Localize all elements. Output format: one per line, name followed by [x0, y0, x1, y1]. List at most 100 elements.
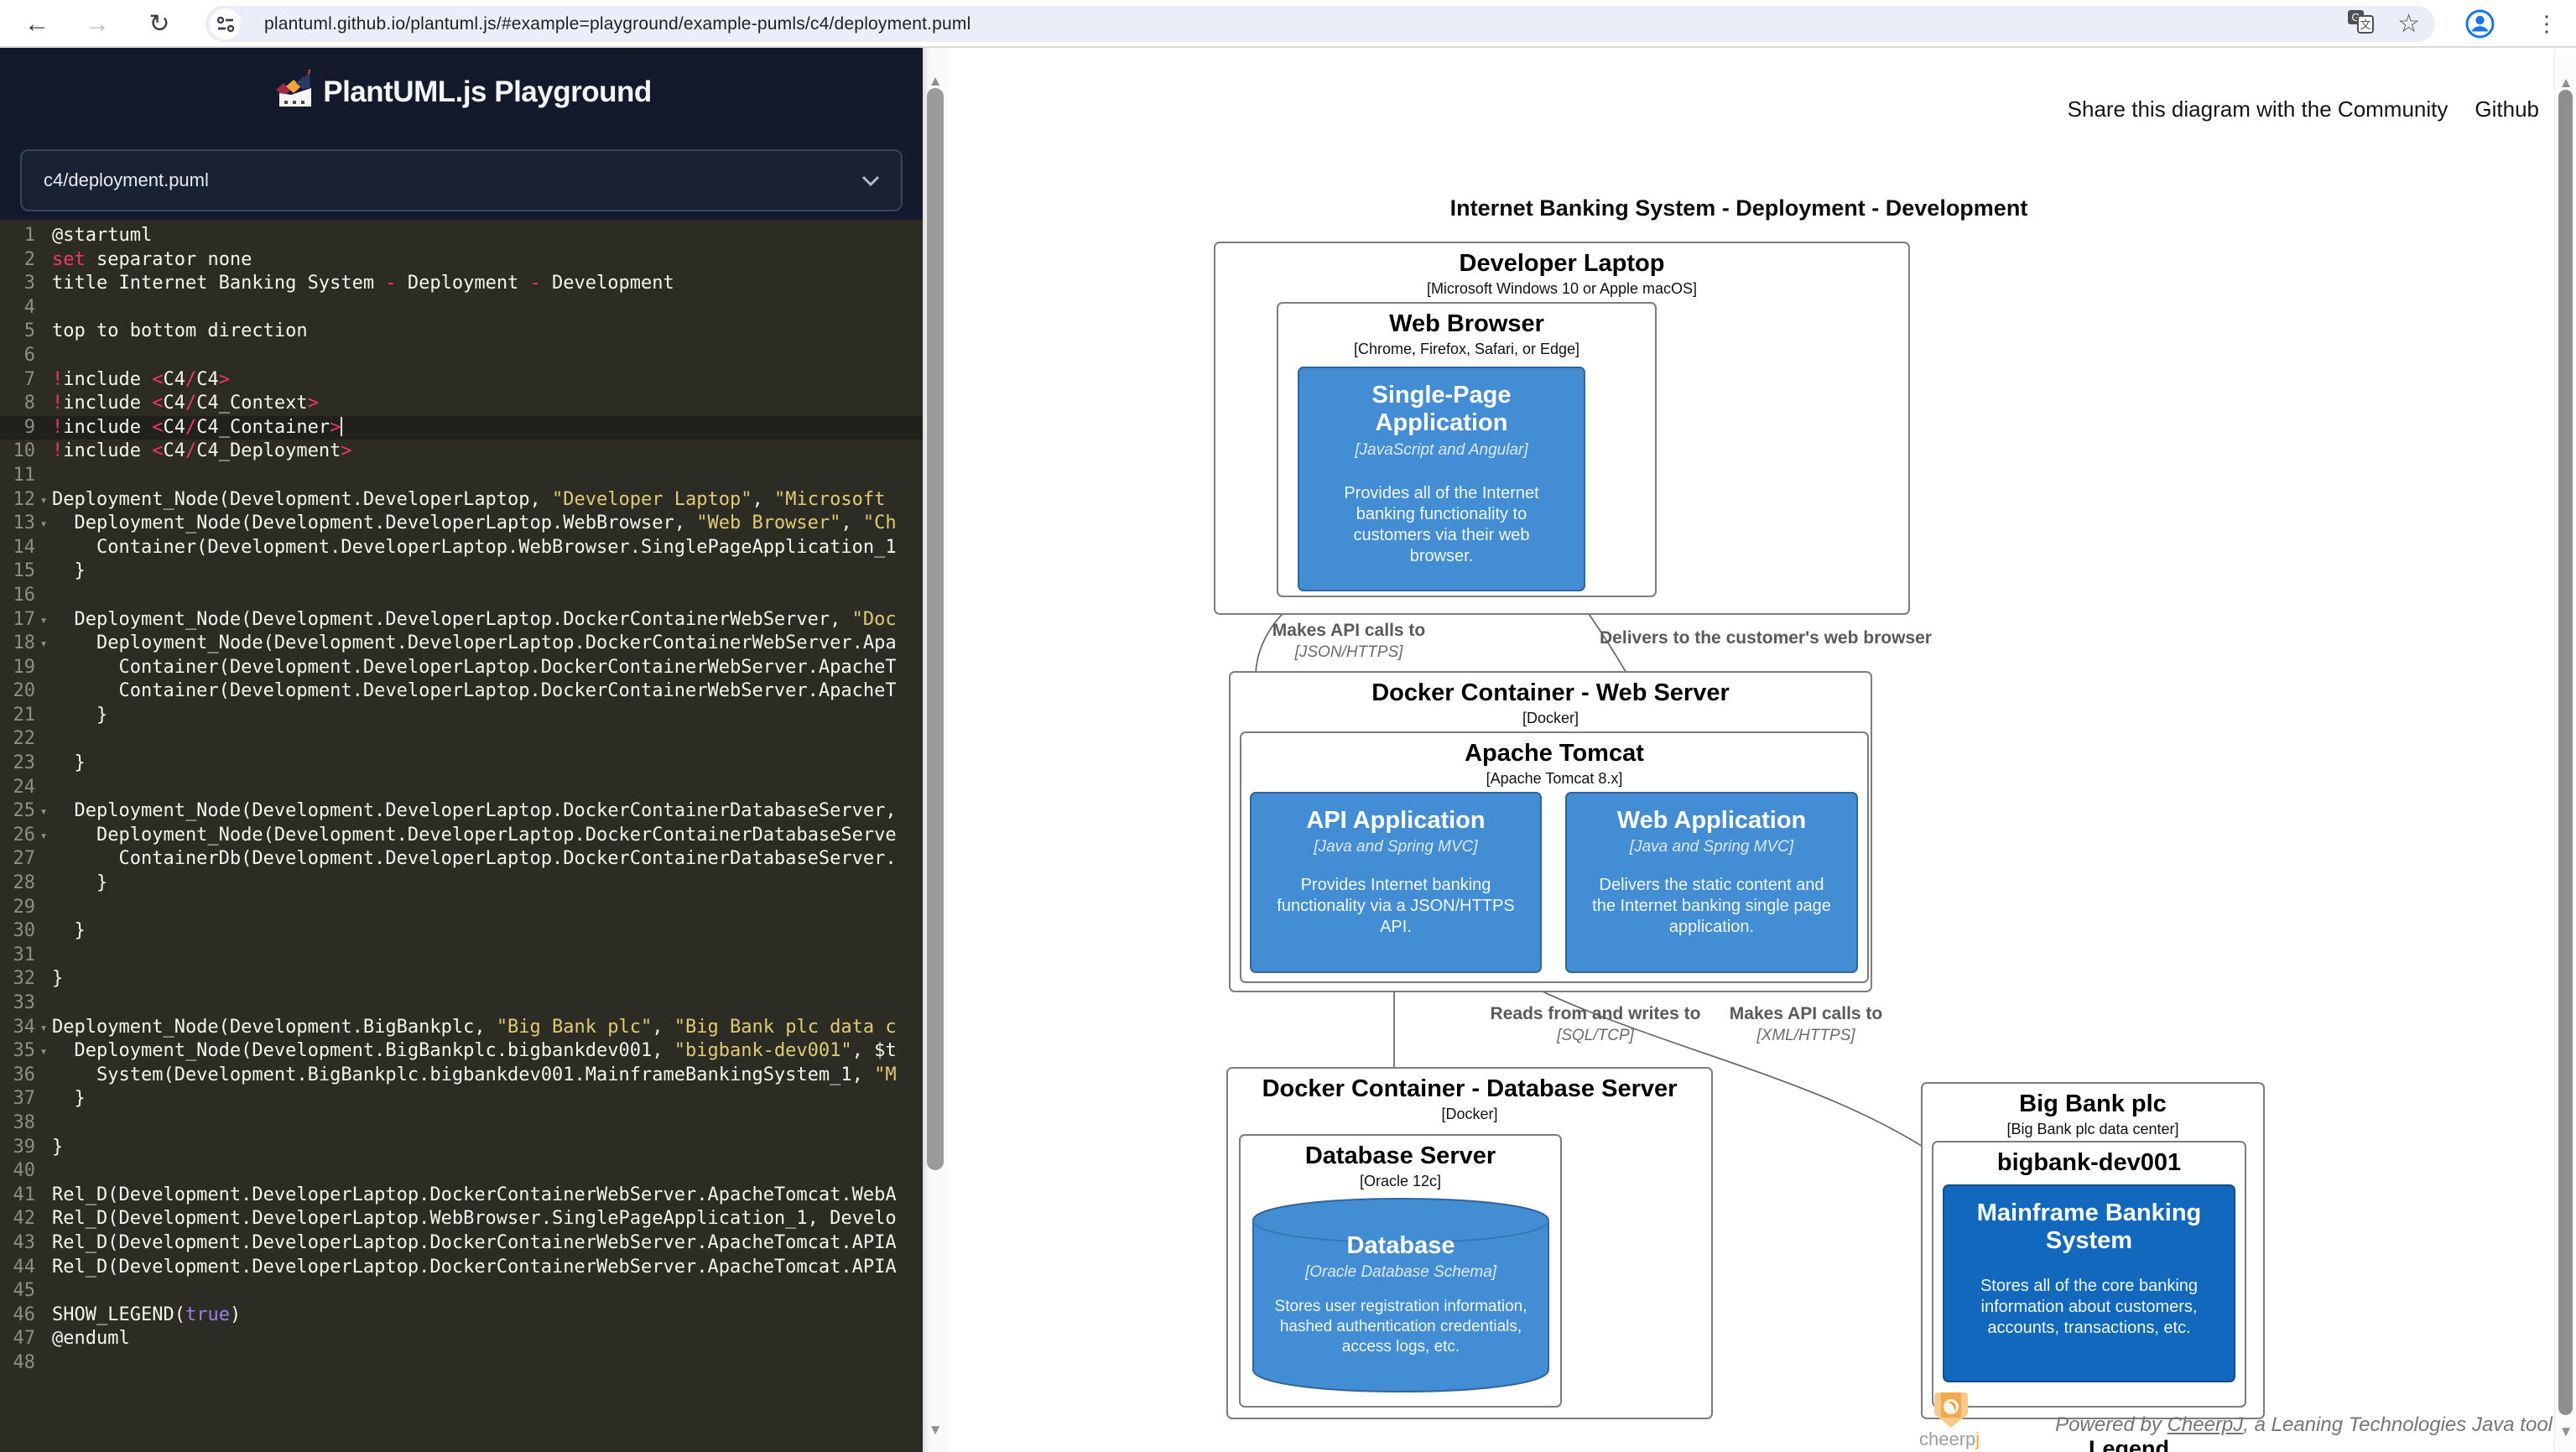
code-line[interactable]: 16	[0, 584, 923, 608]
code-line[interactable]: 31	[0, 944, 923, 968]
line-number: 20	[13, 680, 36, 702]
fold-arrow-icon[interactable]: ▾	[39, 636, 48, 652]
code-line[interactable]: 1@startuml	[0, 224, 923, 248]
node-title: Web Browser	[1389, 310, 1544, 337]
line-number: 24	[13, 776, 36, 798]
line-number: 5	[23, 320, 35, 342]
code-line[interactable]: 17▾ Deployment_Node(Development.Develope…	[0, 608, 923, 632]
svg-text:G: G	[2352, 11, 2360, 23]
url-bar[interactable]: plantuml.github.io/plantuml.js/#example=…	[206, 6, 2435, 42]
example-file-dropdown[interactable]: c4/deployment.puml	[20, 149, 903, 211]
cheerpj-logo-icon[interactable]	[1931, 1392, 1971, 1433]
line-number: 7	[23, 368, 35, 390]
code-line[interactable]: 39}	[0, 1136, 923, 1160]
code-line[interactable]: 10!include <C4/C4_Deployment>	[0, 440, 923, 464]
fold-arrow-icon[interactable]: ▾	[39, 804, 48, 820]
fold-arrow-icon[interactable]: ▾	[39, 827, 48, 843]
code-line[interactable]: 48	[0, 1351, 923, 1376]
back-icon[interactable]: ←	[24, 9, 49, 38]
container-desc: Stores user registration information, ha…	[1274, 1298, 1527, 1356]
code-line[interactable]: 4	[0, 296, 923, 320]
code-line[interactable]: 11	[0, 464, 923, 488]
reload-icon[interactable]: ↻	[148, 10, 170, 38]
code-line[interactable]: 23 }	[0, 752, 923, 776]
fold-arrow-icon[interactable]: ▾	[39, 612, 48, 627]
code-line[interactable]: 34▾Deployment_Node(Development.BigBankpl…	[0, 1016, 923, 1040]
code-line[interactable]: 37 }	[0, 1087, 923, 1111]
profile-avatar[interactable]	[2464, 8, 2495, 44]
code-line[interactable]: 24	[0, 776, 923, 800]
code-line[interactable]: 40	[0, 1159, 923, 1184]
code-line[interactable]: 9!include <C4/C4_Container>	[0, 415, 923, 440]
line-number: 34	[13, 1016, 36, 1038]
scroll-up-icon[interactable]: ▲	[2558, 75, 2573, 91]
scroll-down-icon[interactable]: ▼	[928, 1422, 943, 1438]
code-line[interactable]: 15 }	[0, 559, 923, 584]
code-line[interactable]: 26▾ Deployment_Node(Development.Develope…	[0, 824, 923, 848]
line-number: 23	[13, 752, 36, 774]
line-number: 36	[13, 1064, 36, 1085]
code-line[interactable]: 30 }	[0, 919, 923, 944]
page-scrollbar-thumb[interactable]	[2558, 90, 2573, 1415]
code-line[interactable]: 20 Container(Development.DeveloperLaptop…	[0, 679, 923, 704]
code-line[interactable]: 6	[0, 344, 923, 368]
code-line[interactable]: 14 Container(Development.DeveloperLaptop…	[0, 536, 923, 560]
container-tech: [Java and Spring MVC]	[1314, 838, 1478, 856]
url-text[interactable]: plantuml.github.io/plantuml.js/#example=…	[264, 13, 971, 34]
fold-arrow-icon[interactable]: ▾	[39, 516, 48, 532]
line-number: 42	[13, 1208, 36, 1230]
code-line[interactable]: 19 Container(Development.DeveloperLaptop…	[0, 656, 923, 680]
share-community-link[interactable]: Share this diagram with the Community	[2067, 96, 2449, 122]
code-line[interactable]: 13▾ Deployment_Node(Development.Develope…	[0, 512, 923, 536]
scroll-up-icon[interactable]: ▲	[928, 73, 943, 89]
code-line[interactable]: 47@enduml	[0, 1327, 923, 1351]
code-line[interactable]: 28 }	[0, 872, 923, 896]
code-line[interactable]: 38	[0, 1111, 923, 1136]
github-link[interactable]: Github	[2475, 96, 2539, 122]
cheerpj-link[interactable]: CheerpJ	[2167, 1413, 2244, 1436]
code-line[interactable]: 36 System(Development.BigBankplc.bigbank…	[0, 1064, 923, 1088]
code-line[interactable]: 35▾ Deployment_Node(Development.BigBankp…	[0, 1039, 923, 1064]
code-line[interactable]: 18▾ Deployment_Node(Development.Develope…	[0, 632, 923, 656]
code-line[interactable]: 21 }	[0, 704, 923, 728]
code-line[interactable]: 32}	[0, 967, 923, 991]
scroll-down-icon[interactable]: ▼	[2558, 1423, 2573, 1439]
fold-arrow-icon[interactable]: ▾	[39, 492, 48, 507]
rel-label: Makes API calls to	[1272, 621, 1426, 640]
menu-dots-icon[interactable]: ⋮	[2536, 11, 2558, 36]
translate-icon[interactable]: G 文	[2347, 9, 2376, 39]
line-number: 10	[13, 440, 36, 462]
code-line[interactable]: 29	[0, 896, 923, 920]
bookmark-star-icon[interactable]: ☆	[2397, 10, 2420, 38]
code-line[interactable]: 12▾Deployment_Node(Development.Developer…	[0, 488, 923, 513]
editor-scrollbar-thumb[interactable]	[927, 88, 944, 1170]
editor-scrollbar[interactable]: ▲ ▼	[923, 48, 948, 1452]
site-info-icon[interactable]	[210, 8, 241, 39]
code-line[interactable]: 33	[0, 991, 923, 1016]
forward-icon[interactable]: →	[85, 9, 110, 38]
fold-arrow-icon[interactable]: ▾	[39, 1019, 48, 1035]
code-line[interactable]: 25▾ Deployment_Node(Development.Develope…	[0, 799, 923, 824]
code-line[interactable]: 45	[0, 1279, 923, 1304]
code-line[interactable]: 27 ContainerDb(Development.DeveloperLapt…	[0, 847, 923, 872]
line-number: 30	[13, 920, 36, 942]
line-number: 44	[13, 1256, 36, 1278]
code-line[interactable]: 7!include <C4/C4>	[0, 368, 923, 393]
fold-arrow-icon[interactable]: ▾	[39, 1043, 48, 1059]
line-number: 21	[13, 704, 36, 726]
node-title: Docker Container - Database Server	[1262, 1075, 1678, 1102]
code-line[interactable]: 22	[0, 727, 923, 752]
share-bar: Share this diagram with the Community Gi…	[2068, 96, 2539, 122]
page-scrollbar[interactable]: ▲ ▼	[2554, 48, 2576, 1452]
code-line[interactable]: 8!include <C4/C4_Context>	[0, 392, 923, 416]
node-title: Apache Tomcat	[1465, 740, 1644, 767]
